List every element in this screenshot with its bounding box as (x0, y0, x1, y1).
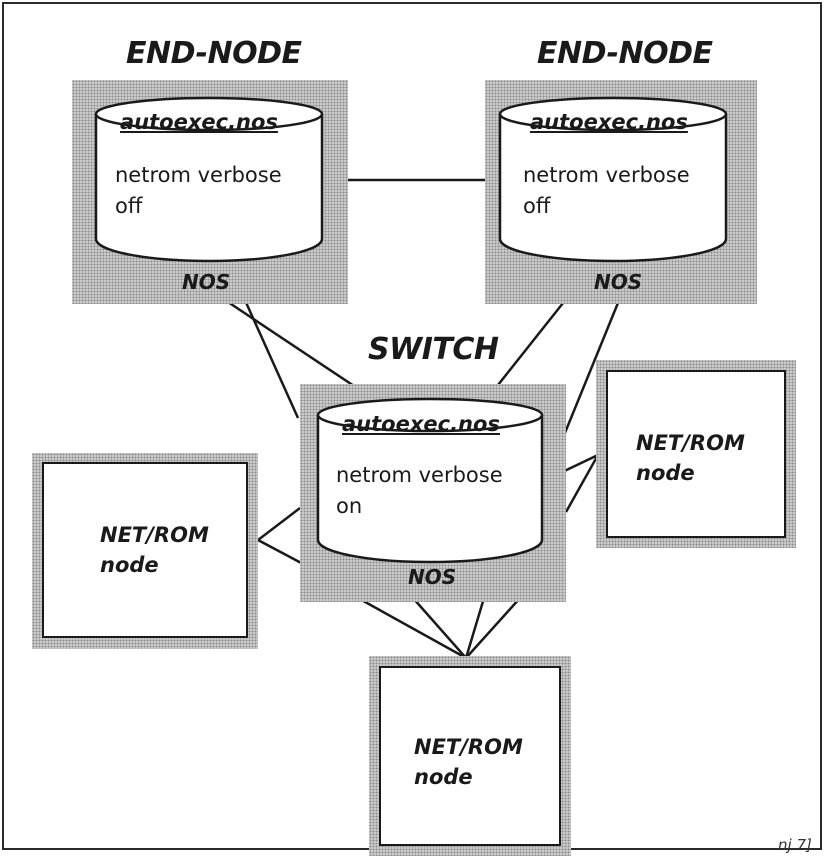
netrom-node-left (42, 462, 248, 638)
end-node-right-title: END-NODE (537, 36, 713, 71)
link-switch-netrom-left (255, 507, 306, 567)
command-line-1: netrom verbose (336, 463, 503, 487)
netrom-left-label: NET/ROM node (100, 520, 209, 580)
switch-title: SWITCH (368, 332, 499, 367)
netrom-node-right (606, 370, 786, 538)
link-right-endnode-switch-b (558, 297, 622, 446)
netrom-right-line-2: node (636, 461, 695, 485)
netrom-bottom-label: NET/ROM node (414, 732, 523, 792)
netrom-right-line-1: NET/ROM (636, 431, 745, 455)
command-line-1: netrom verbose (115, 163, 282, 187)
netrom-bottom-line-2: node (414, 765, 473, 789)
end-node-left-nos: NOS (182, 270, 231, 294)
command-line-2: on (336, 494, 363, 518)
netrom-left-line-1: NET/ROM (100, 523, 209, 547)
database-icon (498, 96, 728, 263)
command-line-2: off (523, 194, 551, 218)
command-line-2: off (115, 194, 143, 218)
link-left-endnode-switch-b (242, 297, 300, 419)
end-node-right-nos: NOS (594, 270, 643, 294)
end-node-right-command: netrom verbose off (523, 160, 690, 222)
switch-command: netrom verbose on (336, 460, 503, 522)
netrom-left-line-2: node (100, 553, 159, 577)
switch-file: autoexec.nos (342, 412, 500, 436)
end-node-left-file: autoexec.nos (120, 110, 278, 134)
database-icon (316, 397, 544, 564)
end-node-right-file: autoexec.nos (530, 110, 688, 134)
netrom-node-bottom (379, 666, 561, 846)
figure-tag: nj 7] (778, 836, 812, 854)
netrom-right-label: NET/ROM node (636, 428, 745, 488)
switch-nos: NOS (408, 565, 457, 589)
database-icon (94, 96, 324, 263)
link-switch-netrom-bottom-b (357, 596, 467, 660)
link-left-endnode-switch-a (221, 296, 361, 392)
link-switch-netrom-bottom-c (464, 597, 486, 659)
netrom-bottom-line-1: NET/ROM (414, 735, 523, 759)
end-node-left-command: netrom verbose off (115, 160, 282, 222)
link-right-endnode-switch-a (497, 297, 568, 386)
command-line-1: netrom verbose (523, 163, 690, 187)
link-switch-netrom-bottom (412, 597, 521, 660)
end-node-left-title: END-NODE (126, 36, 302, 71)
